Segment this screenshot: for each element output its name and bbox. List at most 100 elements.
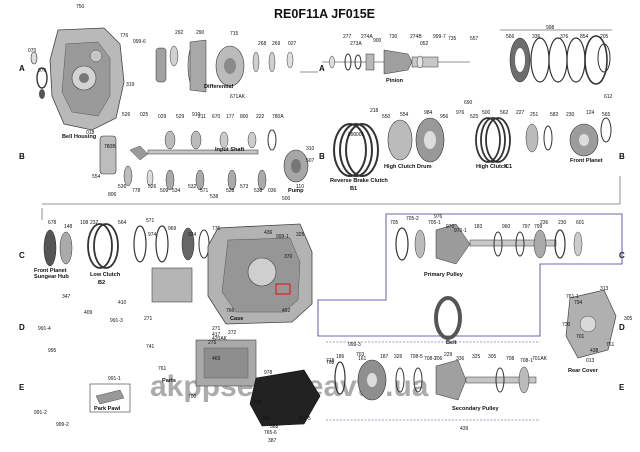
part-number-label: 334 [188,232,197,238]
caption-belt: Belt [446,340,457,346]
part-number-label: 500 [482,110,491,116]
flow-lines [41,71,621,220]
part-number-label: 708-5 [410,354,423,360]
part-number-label: 564 [118,220,127,226]
caption-input-shaft: Input Shaft [215,147,244,153]
part-number-label: 273A [350,41,362,47]
part-number-label: 970 [446,224,455,230]
part-number-label: 780A [272,114,284,120]
caption-low-clutch: Low Clutch [90,272,121,278]
part-number-label: 269 [272,41,281,47]
part-number-label: 999-1 [276,234,289,240]
caption-b2: B2 [98,280,105,286]
part-number-label: 670 [212,114,221,120]
row-marker-d-right: D [619,323,625,332]
part-number-label: 500 [282,196,291,202]
primary-pulley-group: Primary Pulley [317,213,623,337]
part-number-label: 750 [76,4,85,10]
caption-pump: Pump [288,188,304,194]
part-number-label: 705 [390,220,399,226]
part-number-label: 509 [160,188,169,194]
row-marker-b-right: B [619,152,625,161]
oil-pan-group [249,369,321,427]
part-number-label: 612 [604,94,613,100]
input-shaft-group: Input Shaft [99,129,277,191]
part-number-label: 701AK [532,356,548,362]
part-number-label: 991-2 [34,410,47,416]
part-number-label: 730 [389,34,398,40]
part-number-label: 700 [188,394,197,400]
part-number-label: 970-1 [454,228,467,234]
part-number-label: 690 [464,100,473,106]
row-marker-a-mid: A [319,64,325,73]
part-number-label: 417 [212,332,221,338]
part-number-label: 313 [600,286,609,292]
part-number-label: 708-2 [424,356,437,362]
caption-b1: B1 [350,186,357,192]
part-number-label: 778 [132,188,141,194]
caption-differential: Differential [204,84,234,90]
part-number-label: 070 [28,48,37,54]
part-number-label: 409 [84,310,93,316]
part-number-label: 761 [606,342,615,348]
high-clutch-group: High Clutch C1 [475,117,512,170]
caption-c1: C1 [505,164,512,170]
caption-pinion: Pinion [386,78,404,84]
caption-parts: Parts [162,378,176,384]
part-number-label: 532 [188,184,197,190]
caption-secondary-pulley: Secondary Pulley [452,406,500,412]
case-group: Case [207,223,313,325]
belt-group: Belt [434,296,462,346]
part-number-label: 776 [212,226,221,232]
part-number-label: 025 [140,112,149,118]
part-number-label: 582 [550,112,559,118]
part-number-label: 761-1 [566,294,579,300]
part-number-label: 218 [370,108,379,114]
part-number-label: 290 [196,30,205,36]
caption-reverse-brake-clutch: Reverse Brake Clutch [330,178,388,184]
part-number-label: 601 [576,220,585,226]
part-number-label: 410 [118,300,127,306]
caption-bell-housing: Bell Housing [62,134,97,140]
row-marker-b-left: B [19,152,25,161]
part-number-label: 230 [558,220,567,226]
part-number-label: 571 [146,218,155,224]
part-number-label: 562 [500,110,509,116]
part-number-label: 536 [118,184,127,190]
part-number-label: 439 [460,426,469,432]
part-number-label: 550 [382,114,391,120]
part-number-label: 705-1 [428,220,441,226]
part-number-label: 806 [108,192,117,198]
part-number-label: 186 [336,354,345,360]
part-number-label: 984 [424,110,433,116]
part-number-label: 538 [210,194,219,200]
row-marker-c-left: C [19,251,25,260]
part-number-label: 529 [176,114,185,120]
part-number-label: 469 [212,356,221,362]
part-number-label: 271 [144,316,153,322]
part-number-label: 370 [284,254,293,260]
part-number-label: 799 [534,224,543,230]
part-number-label: 336 [456,356,465,362]
part-number-label: 571 [200,188,209,194]
part-number-label: 183 [474,224,483,230]
part-number-label: 854 [580,34,589,40]
part-number-label: 998 [546,25,555,31]
part-number-label: 995 [48,348,57,354]
part-number-label: 526 [148,184,157,190]
part-number-label: 027 [288,41,297,47]
part-number-label: 690 [348,132,357,138]
part-number-label: 319 [126,82,135,88]
part-number-label: 706 [434,356,443,362]
row-marker-e-right: E [619,383,625,392]
part-number-label: 325 [296,232,305,238]
part-number-label: 275 [208,340,217,346]
part-number-label: 305 [488,354,497,360]
part-number-label: 566 [506,34,515,40]
part-number-label: 274B [410,34,422,40]
caption-primary-pulley: Primary Pulley [424,272,464,278]
part-number-label: 735 [448,36,457,42]
part-number-label: 991-4 [38,326,51,332]
row-marker-d-left: D [19,323,25,332]
